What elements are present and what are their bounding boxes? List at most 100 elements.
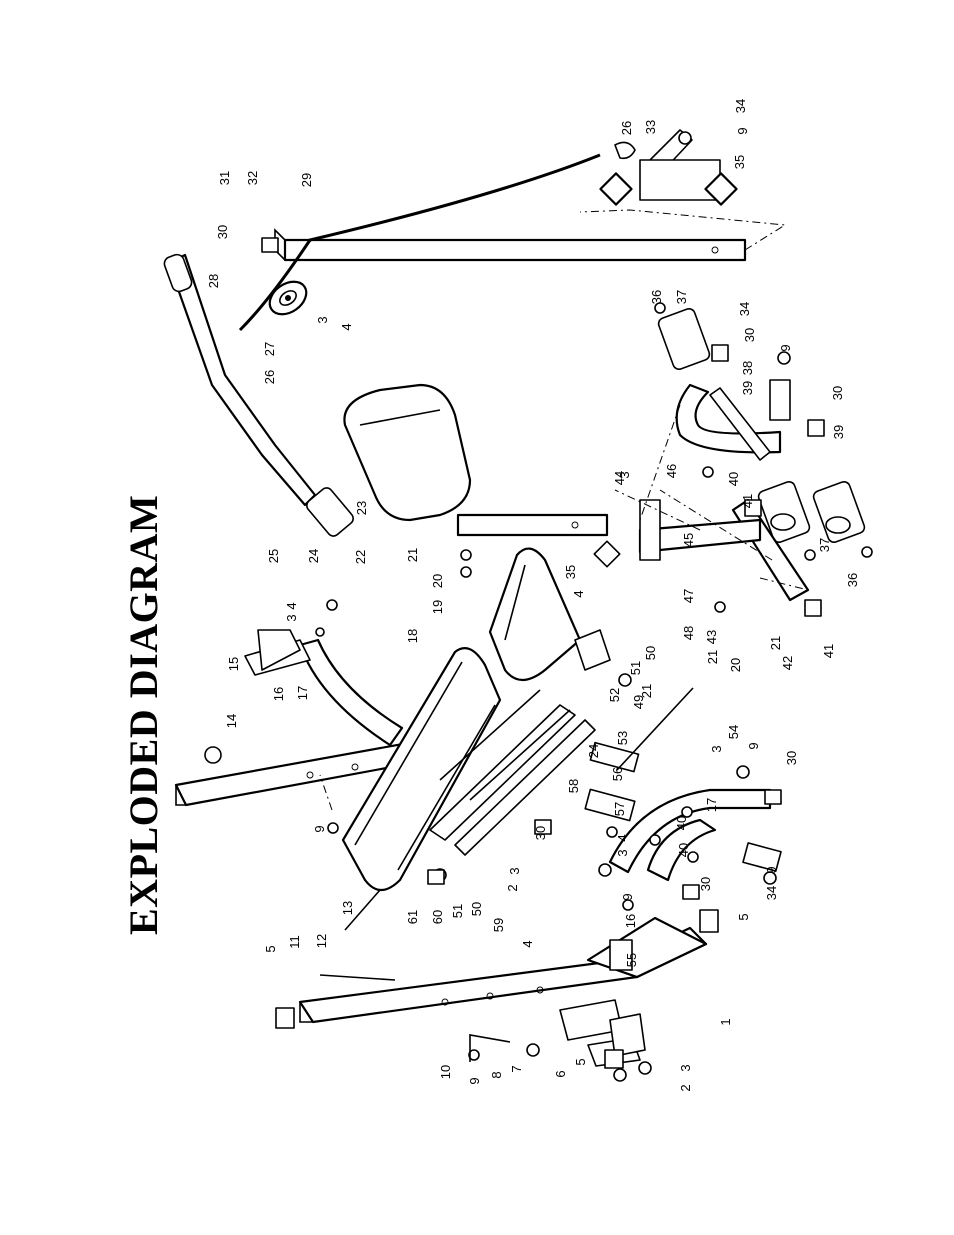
callout-label: 27 (262, 342, 277, 356)
callout-label: 38 (740, 361, 755, 375)
callout-label: 3 (315, 316, 330, 323)
callout-label: 30 (830, 386, 845, 400)
callout-label: 21 (639, 684, 654, 698)
callout-label: 48 (681, 626, 696, 640)
callout-label: 20 (430, 574, 445, 588)
callout-label: 10 (438, 1065, 453, 1079)
callout-label: 59 (491, 918, 506, 932)
callout-label: 1 (718, 1018, 733, 1025)
callout-label: 41 (821, 644, 836, 658)
callout-label: 3 (709, 745, 724, 752)
callout-label: 9 (312, 825, 327, 832)
callout-label: 31 (217, 171, 232, 185)
callout-label: 54 (726, 725, 741, 739)
callout-label: 61 (405, 910, 420, 924)
callout-label: 3 (678, 1064, 693, 1071)
callout-label: 44 (612, 471, 627, 485)
callout-label: 32 (245, 171, 260, 185)
callout-label: 46 (664, 464, 679, 478)
callout-label: 35 (732, 155, 747, 169)
callout-label: 20 (728, 658, 743, 672)
callout-label: 4 (571, 590, 586, 597)
callout-label: 30 (215, 225, 230, 239)
lat-bar-part (163, 253, 354, 537)
callout-label: 2 (505, 884, 520, 891)
callout-label: 37 (817, 538, 832, 552)
callout-label: 39 (831, 425, 846, 439)
callout-label: 57 (612, 802, 627, 816)
callout-label: 11 (287, 935, 302, 949)
callout-label: 34 (764, 886, 779, 900)
callout-label: 14 (224, 714, 239, 728)
callout-label: 28 (206, 274, 221, 288)
callout-label: 40 (726, 472, 741, 486)
callout-label: 29 (299, 173, 314, 187)
callout-label: 39 (740, 381, 755, 395)
callout-label: 21 (405, 548, 420, 562)
callout-label: 24 (306, 549, 321, 563)
callout-label: 60 (430, 910, 445, 924)
callout-label: 5 (263, 945, 278, 952)
callout-label: 37 (674, 290, 689, 304)
callout-label: 36 (845, 573, 860, 587)
callout-label: 9 (746, 742, 761, 749)
leg-curl-arm-part (584, 741, 782, 882)
callout-label: 42 (780, 656, 795, 670)
callout-label: 8 (489, 1071, 504, 1078)
callout-label: 15 (226, 657, 241, 671)
callout-label: 18 (405, 629, 420, 643)
callout-label: 26 (262, 370, 277, 384)
callout-label: 23 (354, 501, 369, 515)
callout-label: 9 (467, 1077, 482, 1084)
callout-label: 56 (610, 767, 625, 781)
callout-label: 55 (624, 953, 639, 967)
callout-label: 16 (623, 914, 638, 928)
callout-label: 3 (507, 867, 522, 874)
callout-label: 50 (643, 646, 658, 660)
main-frame-part (298, 916, 708, 1067)
front-stabilizer-part (638, 498, 810, 602)
assembly-guide-lines (319, 404, 809, 811)
callout-label: 6 (553, 1070, 568, 1077)
callout-label: 5 (573, 1058, 588, 1065)
callout-label: 7 (509, 1065, 524, 1072)
callout-label: 51 (628, 661, 643, 675)
callout-label: 49 (631, 695, 646, 709)
callout-label: 9 (735, 127, 750, 134)
callout-label: 4 (520, 940, 535, 947)
weight-post-part (616, 687, 694, 771)
callout-label: 58 (566, 779, 581, 793)
callout-label: 3 (617, 471, 632, 478)
callout-label: 21 (768, 636, 783, 650)
callout-label: 9 (620, 893, 635, 900)
callout-label: 4 (615, 834, 630, 841)
callout-label: 34 (733, 99, 748, 113)
callout-label: 40 (676, 843, 691, 857)
lat-tower-part (274, 209, 787, 262)
top-bracket-part (599, 129, 738, 206)
callout-label: 45 (681, 533, 696, 547)
callout-label: 5 (736, 913, 751, 920)
callout-label: 26 (619, 121, 634, 135)
callout-label: 36 (649, 290, 664, 304)
leg-extension-arm-part (244, 629, 404, 747)
callout-label: 33 (643, 120, 658, 134)
callout-label: 17 (704, 798, 719, 812)
callout-label: 2 (678, 1084, 693, 1091)
callout-label: 9 (778, 344, 793, 351)
callout-label: 22 (353, 550, 368, 564)
callout-label: 3 (284, 614, 299, 621)
callout-label: 12 (314, 934, 329, 948)
callout-label: 35 (563, 565, 578, 579)
callout-label: 21 (705, 650, 720, 664)
callout-label: 30 (742, 328, 757, 342)
callout-label: 24 (586, 744, 601, 758)
seat-pad-part (341, 647, 502, 892)
callout-label: 50 (469, 902, 484, 916)
callout-label: 41 (740, 494, 755, 508)
callout-label: 3 (615, 849, 630, 856)
pulley-part (268, 280, 308, 316)
